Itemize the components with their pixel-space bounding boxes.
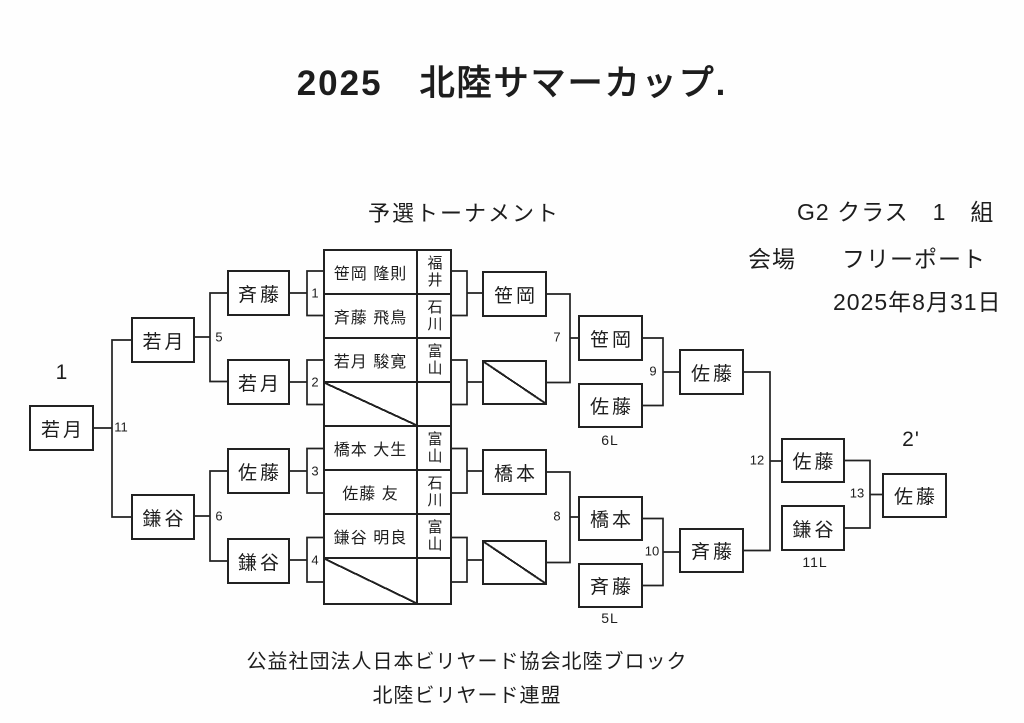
match-9-number: 9 — [649, 363, 657, 379]
player-prefecture-cell: 石川 — [418, 295, 450, 339]
player-prefecture-cell — [418, 559, 450, 603]
player-name-cell: 斉藤 飛鳥 — [325, 295, 418, 339]
player-name-cell: 橋本 大生 — [325, 427, 418, 471]
loser-11-box: 鎌谷 — [781, 505, 845, 551]
player-prefecture-cell: 富山 — [418, 427, 450, 471]
player-prefecture-cell: 富山 — [418, 515, 450, 559]
match-1-loser-box: 笹岡 — [482, 271, 547, 317]
match-5-number: 5 — [215, 329, 223, 345]
match-9-winner-box: 佐藤 — [679, 349, 744, 395]
match-8-number: 8 — [553, 508, 561, 524]
match-2-winner-box: 若月 — [227, 359, 290, 405]
match-12-winner-box: 佐藤 — [781, 438, 845, 483]
match-3-winner-box: 佐藤 — [227, 448, 290, 494]
bye-box-right-bottom — [482, 540, 547, 585]
class-group-label: G2 クラス 1 組 — [797, 199, 995, 225]
loser-6-box: 佐藤 — [578, 383, 643, 428]
match-5-winner-box: 若月 — [131, 317, 195, 363]
venue-row: 会場 フリーポート — [748, 240, 986, 274]
player-prefecture-cell: 石川 — [418, 471, 450, 515]
venue-label: 会場 — [748, 246, 796, 272]
player-name-cell: 鎌谷 明良 — [325, 515, 418, 559]
bye-box-right-top — [482, 360, 547, 405]
match-13-number: 13 — [849, 485, 865, 501]
loser-5-box: 斉藤 — [578, 563, 643, 608]
match-1-number: 1 — [311, 285, 319, 301]
bye-cell — [325, 559, 418, 603]
loser-tag-6L: 6L — [601, 432, 619, 448]
qualifier-1-label: 1 — [55, 361, 69, 384]
venue-name: フリーポート — [842, 246, 986, 272]
match-7-winner-box: 笹岡 — [578, 315, 643, 361]
match-7-number: 7 — [553, 329, 561, 345]
match-8-winner-box: 橋本 — [578, 496, 643, 541]
organizer-line-2: 北陸ビリヤード連盟 — [372, 685, 562, 707]
event-date: 2025年8月31日 — [833, 289, 1002, 315]
stage-label: 予選トーナメント — [368, 201, 561, 226]
match-11-number: 11 — [114, 419, 128, 435]
organizer-line-1: 公益社団法人日本ビリヤード協会北陸ブロック — [246, 651, 688, 673]
match-12-number: 12 — [749, 452, 765, 468]
loser-tag-11L: 11L — [802, 554, 828, 570]
player-name-cell: 若月 駿寛 — [325, 339, 418, 383]
match-6-winner-box: 鎌谷 — [131, 494, 195, 540]
match-10-number: 10 — [644, 543, 660, 559]
player-prefecture-cell: 福井 — [418, 251, 450, 295]
player-prefecture-cell — [418, 383, 450, 427]
players-table: 笹岡 隆則 福井 斉藤 飛鳥 石川 若月 駿寛 富山 橋本 大生 富山 佐藤 友… — [323, 249, 452, 605]
match-2-number: 2 — [311, 374, 319, 390]
bye-cell — [325, 383, 418, 427]
player-name-cell: 笹岡 隆則 — [325, 251, 418, 295]
player-prefecture-cell: 富山 — [418, 339, 450, 383]
match-10-winner-box: 斉藤 — [679, 528, 744, 573]
match-6-number: 6 — [215, 508, 223, 524]
match-3-loser-box: 橋本 — [482, 449, 547, 495]
match-4-number: 4 — [311, 552, 319, 568]
page-title: 2025 北陸サマーカップ. — [296, 64, 728, 103]
match-4-winner-box: 鎌谷 — [227, 538, 290, 584]
qualifier-2-label: 2' — [902, 428, 920, 451]
loser-tag-5L: 5L — [601, 610, 619, 626]
match-11-winner-box: 若月 — [29, 405, 94, 451]
match-13-winner-box: 佐藤 — [882, 473, 947, 518]
match-1-winner-box: 斉藤 — [227, 270, 290, 316]
player-name-cell: 佐藤 友 — [325, 471, 418, 515]
match-3-number: 3 — [311, 463, 319, 479]
